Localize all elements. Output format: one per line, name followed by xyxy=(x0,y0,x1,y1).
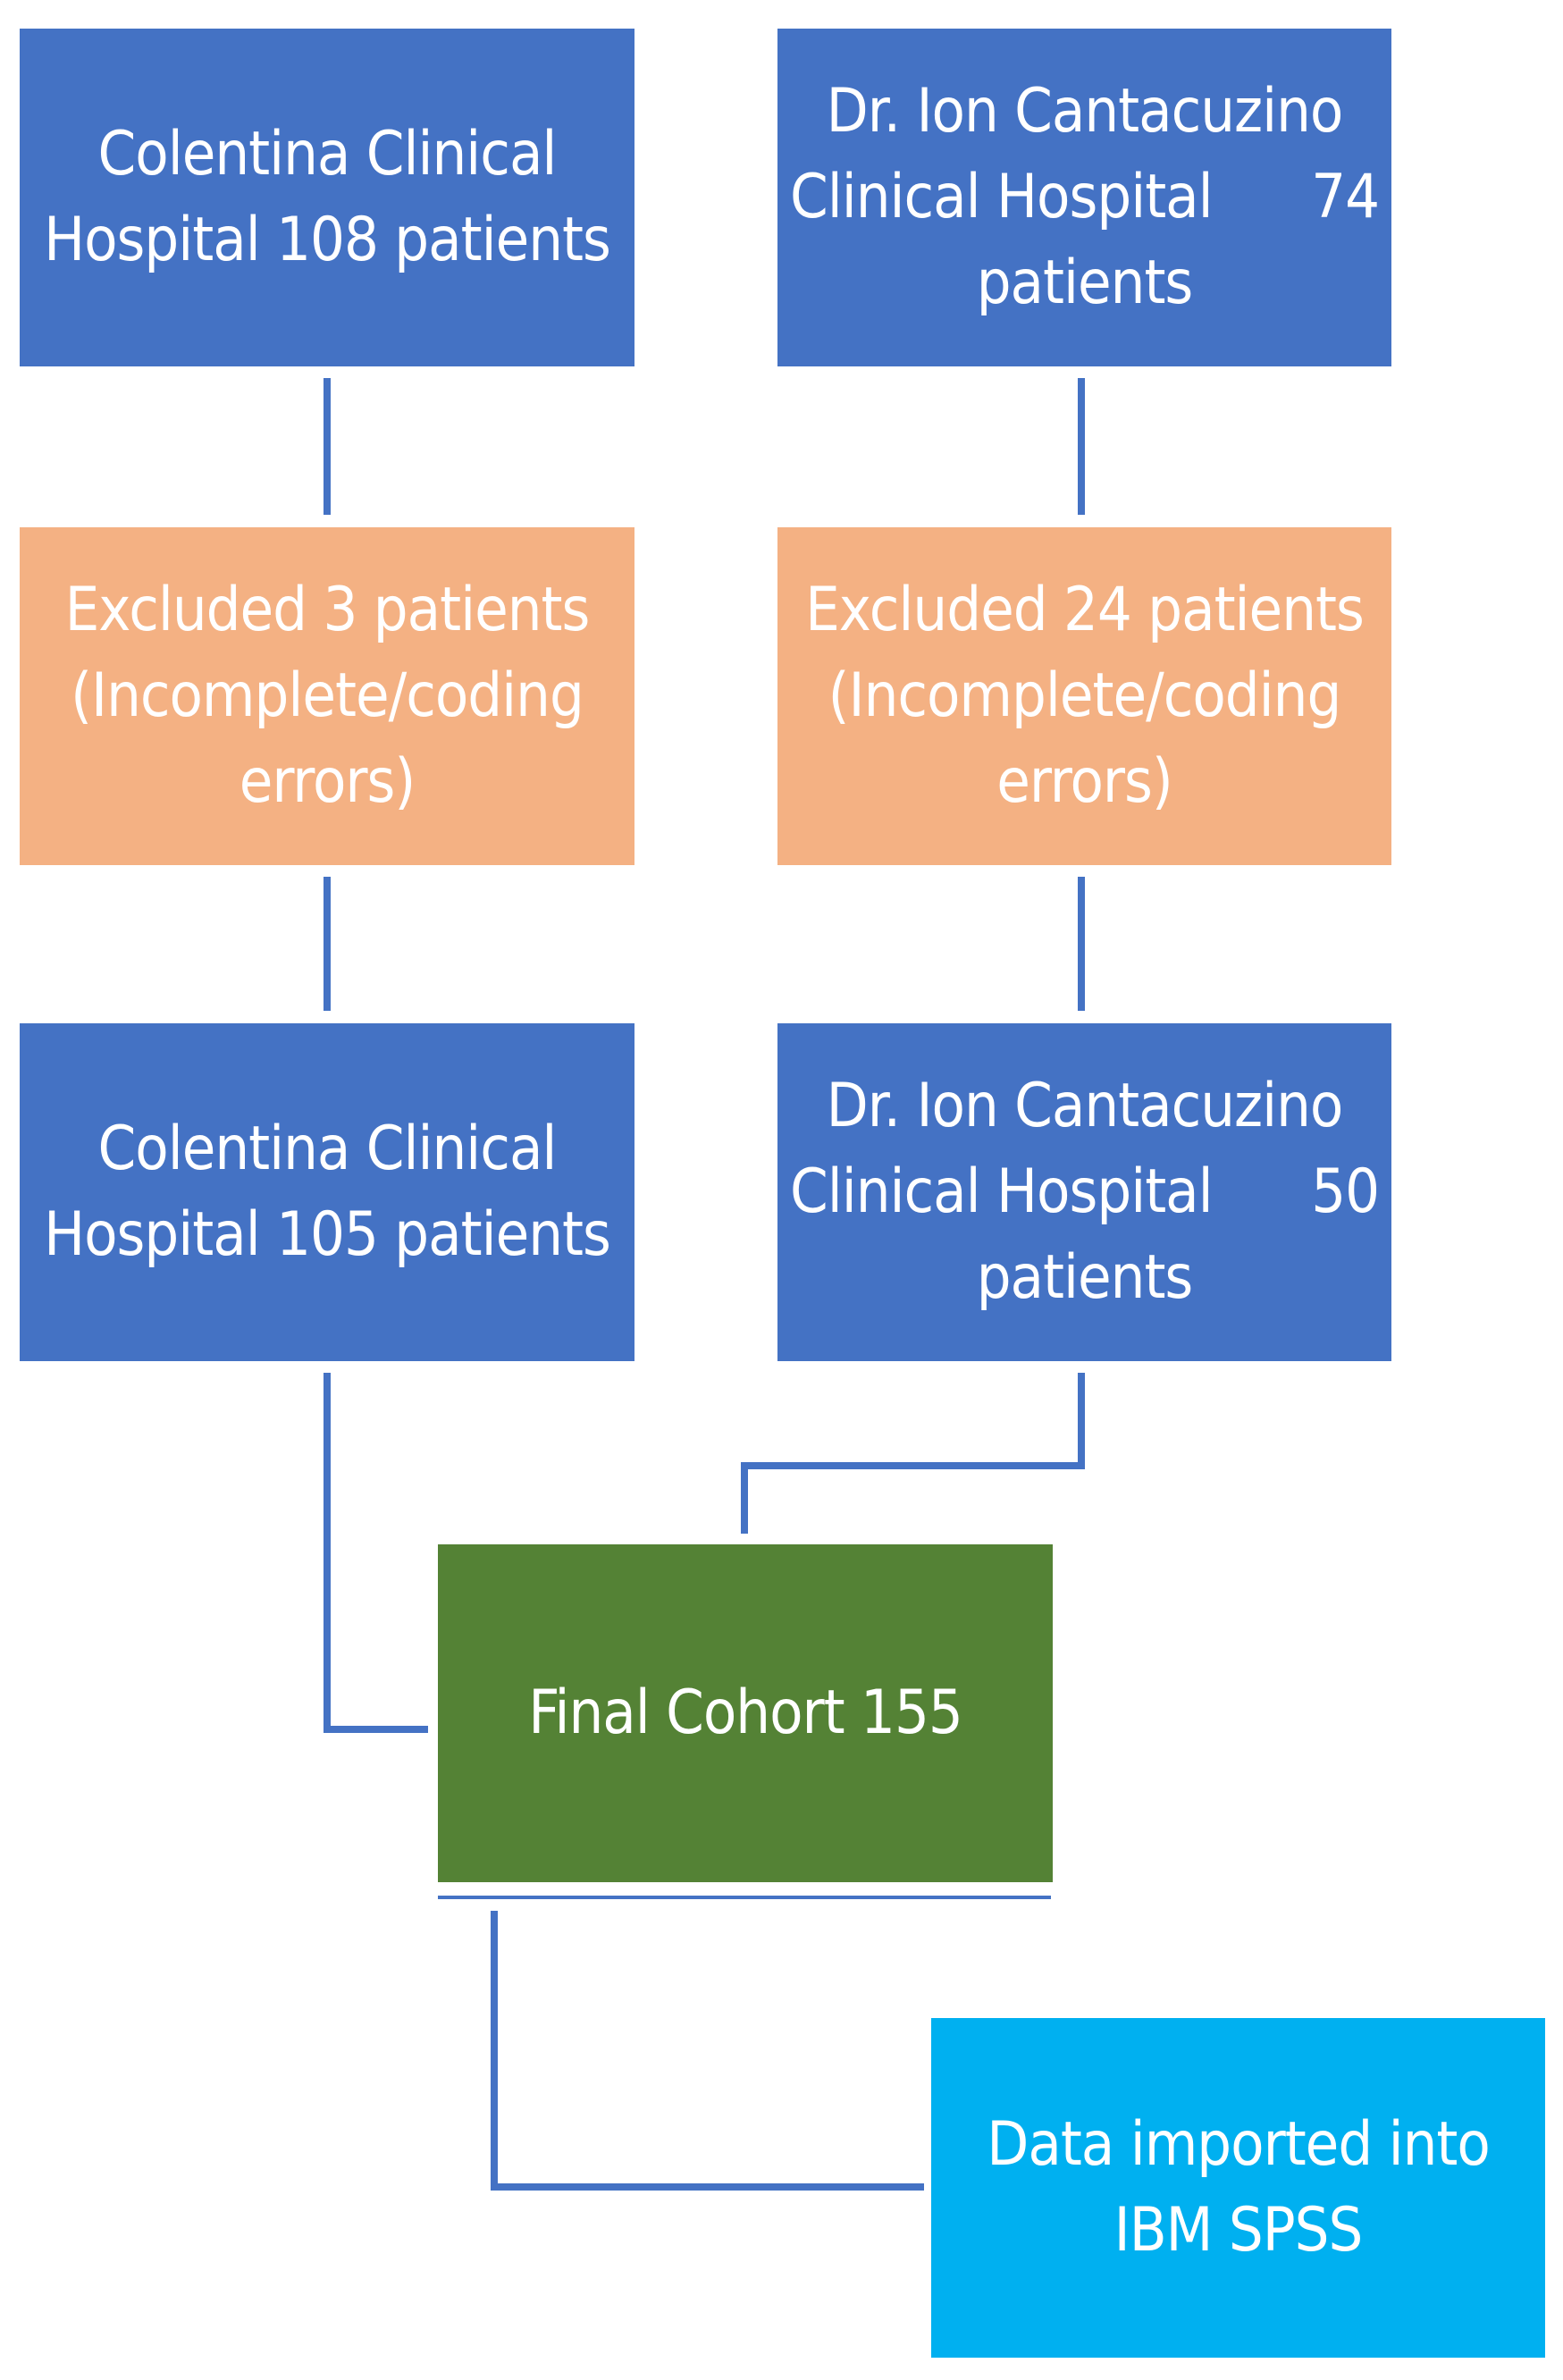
box-text-line: Final Cohort 155 xyxy=(528,1678,963,1748)
connector-colentina-final-to-cohort xyxy=(324,1373,428,1733)
box-text-line: errors) xyxy=(239,746,416,817)
box-text-line: Colentina Clinical xyxy=(97,1114,558,1184)
box-text-line: Dr. Ion Cantacuzino xyxy=(826,76,1344,147)
box-text-line: Data imported into xyxy=(987,2109,1491,2180)
cantacuzino-final-box: Dr. Ion Cantacuzino Clinical Hospital 50… xyxy=(777,1023,1391,1361)
final-cohort-box: Final Cohort 155 xyxy=(438,1544,1053,1882)
box-text-line: Hospital 108 patients xyxy=(44,205,611,275)
box-text-line: Excluded 3 patients xyxy=(64,575,591,645)
box-text-line: patients xyxy=(976,1242,1194,1313)
box-text-line: IBM SPSS xyxy=(1113,2195,1364,2266)
box-text-line: Clinical Hospital 50 xyxy=(789,1156,1380,1227)
box-text-line: Clinical Hospital 74 xyxy=(789,162,1380,232)
box-text-line: Colentina Clinical xyxy=(97,119,558,189)
colentina-initial-box: Colentina Clinical Hospital 108 patients xyxy=(20,29,634,366)
cantacuzino-excluded-box: Excluded 24 patients (Incomplete/coding … xyxy=(777,527,1391,865)
box-text-line: Dr. Ion Cantacuzino xyxy=(826,1071,1344,1141)
box-text-line: (Incomplete/coding xyxy=(71,660,584,731)
spss-import-box: Data imported into IBM SPSS xyxy=(931,2018,1545,2358)
connector-cohort-to-spss xyxy=(491,1911,924,2191)
connector-cantacuzino-final-to-cohort xyxy=(741,1373,1085,1534)
box-text-line: (Incomplete/coding xyxy=(828,660,1342,731)
box-text-line: Excluded 24 patients xyxy=(805,575,1365,645)
box-text-line: Hospital 105 patients xyxy=(44,1199,611,1270)
colentina-final-box: Colentina Clinical Hospital 105 patients xyxy=(20,1023,634,1361)
colentina-excluded-box: Excluded 3 patients (Incomplete/coding e… xyxy=(20,527,634,865)
cantacuzino-initial-box: Dr. Ion Cantacuzino Clinical Hospital 74… xyxy=(777,29,1391,366)
box-text-line: errors) xyxy=(996,746,1173,817)
box-text-line: patients xyxy=(976,248,1194,318)
